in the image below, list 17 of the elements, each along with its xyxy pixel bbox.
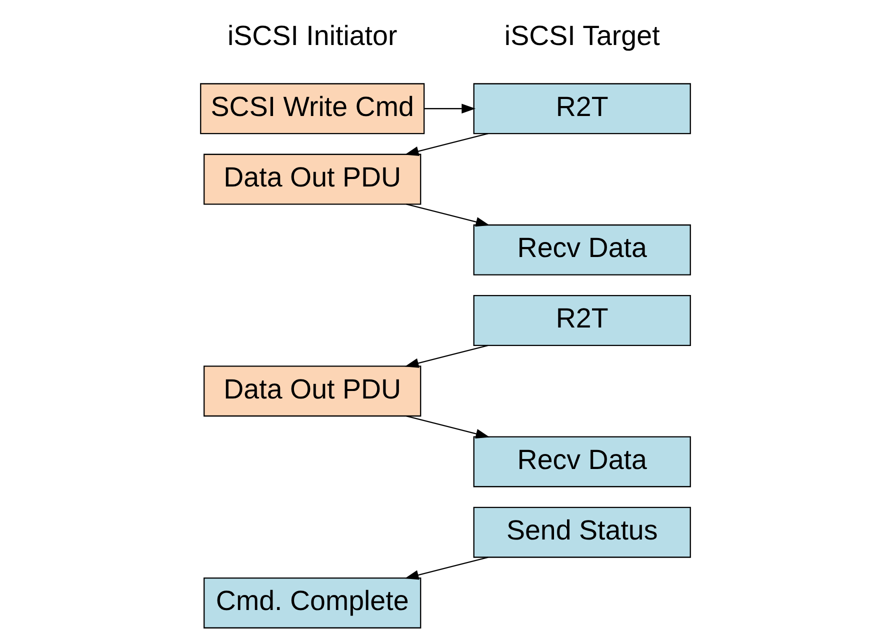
label: iSCSI Target xyxy=(504,20,660,52)
node-box: Recv Data xyxy=(473,436,691,488)
node-box: R2T xyxy=(473,295,691,346)
node-box: Send Status xyxy=(473,506,691,558)
node-box: Data Out PDU xyxy=(204,154,422,205)
node-box: Recv Data xyxy=(473,224,691,276)
node-box: SCSI Write Cmd xyxy=(200,83,425,134)
arrow xyxy=(406,416,490,438)
arrow xyxy=(404,344,488,368)
arrow xyxy=(404,133,488,156)
node-box: R2T xyxy=(473,83,691,134)
label: iSCSI Initiator xyxy=(227,20,398,52)
node-box: Cmd. Complete xyxy=(204,578,422,628)
arrow xyxy=(406,204,490,227)
arrow xyxy=(404,556,488,580)
node-box: Data Out PDU xyxy=(204,366,422,417)
arrow xyxy=(424,104,476,114)
